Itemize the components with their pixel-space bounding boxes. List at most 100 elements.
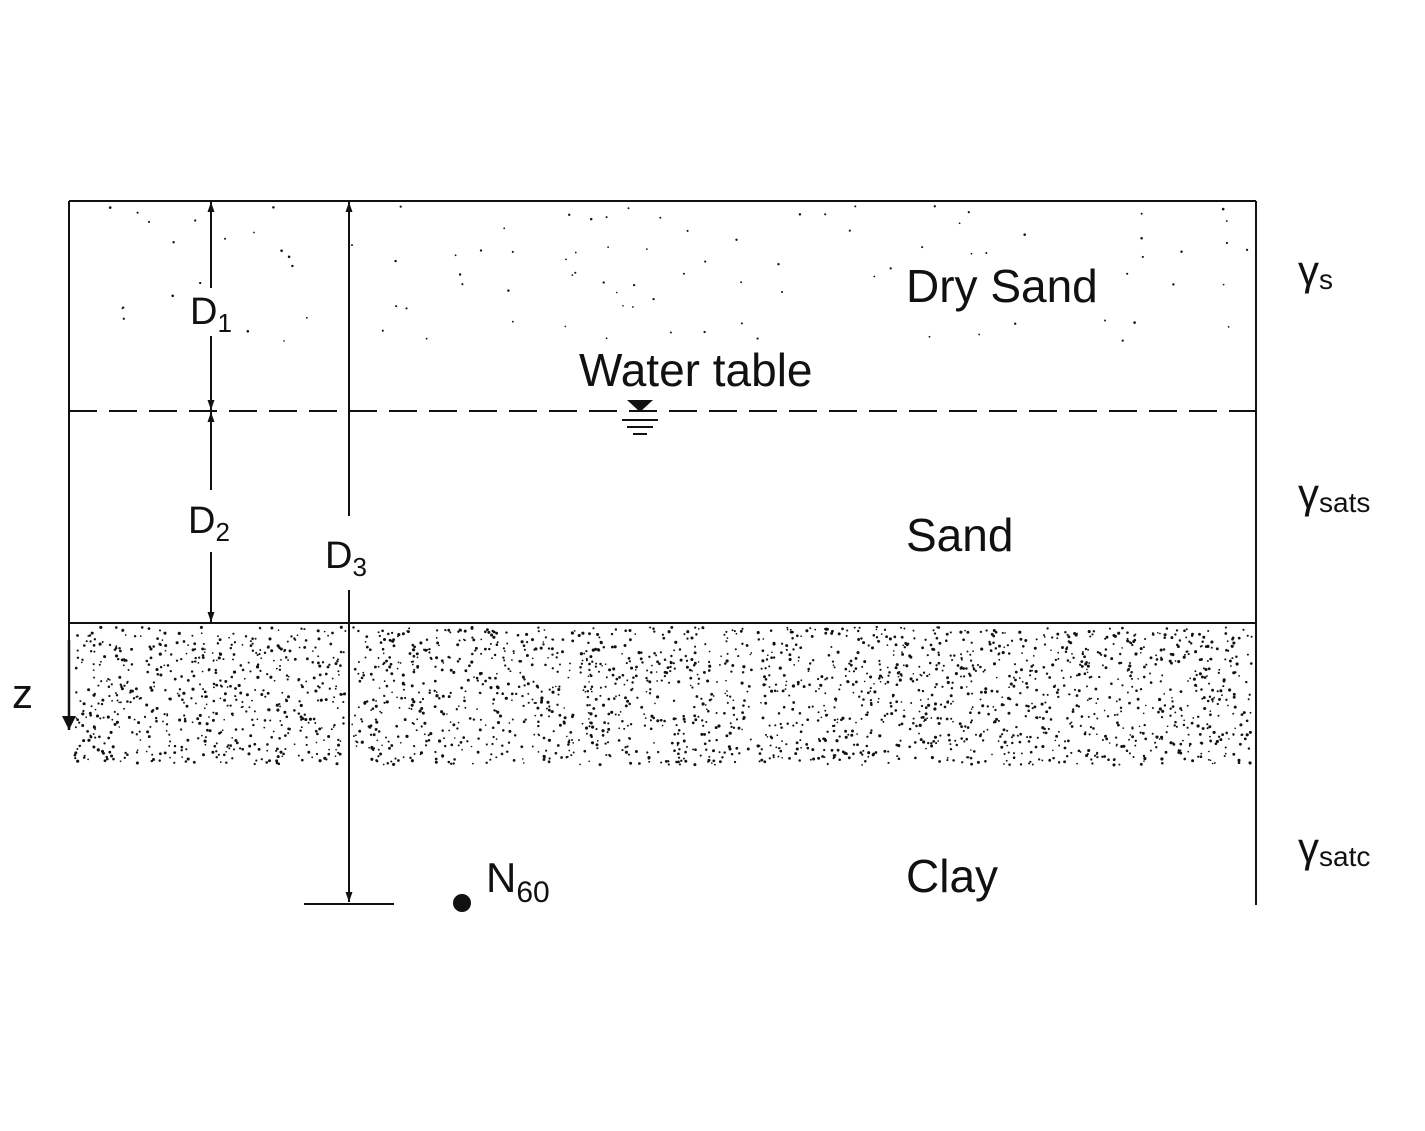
stipple-dot bbox=[102, 716, 105, 719]
stipple-dot bbox=[256, 675, 260, 680]
stipple-dot bbox=[786, 628, 789, 631]
stipple-dot bbox=[805, 629, 809, 633]
stipple-dot bbox=[865, 744, 869, 748]
stipple-dot bbox=[1008, 674, 1011, 678]
stipple-dot bbox=[924, 712, 928, 716]
stipple-dot bbox=[823, 704, 825, 707]
stipple-dot bbox=[239, 691, 243, 695]
d3-label: D3 bbox=[325, 535, 367, 582]
stipple-dot bbox=[387, 740, 390, 743]
stipple-dot bbox=[1021, 681, 1024, 683]
stipple-dot bbox=[305, 316, 308, 319]
stipple-dot bbox=[836, 650, 840, 654]
stipple-dot bbox=[1084, 731, 1087, 734]
stipple-dot bbox=[1180, 709, 1183, 712]
stipple-dot bbox=[93, 650, 96, 653]
stipple-dot bbox=[801, 723, 804, 726]
stipple-dot bbox=[1010, 639, 1014, 642]
stipple-dot bbox=[118, 646, 121, 650]
stipple-dot bbox=[234, 687, 237, 690]
stipple-dot bbox=[191, 634, 194, 637]
stipple-dot bbox=[993, 720, 997, 724]
stipple-dot bbox=[765, 658, 769, 661]
stipple-dot bbox=[788, 653, 792, 657]
stipple-dot bbox=[194, 648, 197, 651]
stipple-dot bbox=[300, 718, 303, 721]
stipple-dot bbox=[1140, 236, 1143, 240]
stipple-dot bbox=[933, 735, 938, 739]
stipple-dot bbox=[212, 699, 216, 703]
stipple-dot bbox=[1163, 704, 1167, 707]
stipple-dot bbox=[492, 635, 496, 639]
stipple-dot bbox=[789, 628, 792, 631]
stipple-dot bbox=[401, 673, 405, 677]
stipple-dot bbox=[684, 750, 687, 754]
stipple-dot bbox=[617, 713, 620, 716]
stipple-dot bbox=[443, 737, 445, 740]
stipple-dot bbox=[1063, 740, 1067, 743]
stipple-dot bbox=[1149, 656, 1153, 660]
stipple-dot bbox=[878, 663, 881, 666]
stipple-dot bbox=[1133, 321, 1136, 324]
stipple-dot bbox=[939, 703, 943, 706]
stipple-dot bbox=[1074, 633, 1078, 637]
stipple-dot bbox=[117, 657, 120, 661]
stipple-dot bbox=[339, 625, 343, 629]
stipple-dot bbox=[609, 754, 612, 758]
stipple-dot bbox=[315, 741, 318, 744]
stipple-dot bbox=[760, 701, 762, 704]
stipple-dot bbox=[814, 690, 817, 693]
stipple-dot bbox=[727, 745, 731, 749]
stipple-dot bbox=[895, 700, 899, 704]
stipple-dot bbox=[1204, 667, 1208, 672]
stipple-dot bbox=[457, 705, 460, 707]
stipple-dot bbox=[511, 320, 514, 323]
stipple-dot bbox=[248, 744, 252, 748]
stipple-dot bbox=[205, 703, 208, 706]
stipple-dot bbox=[444, 628, 447, 632]
stipple-dot bbox=[583, 652, 586, 655]
stipple-dot bbox=[425, 638, 429, 641]
stipple-dot bbox=[379, 710, 381, 713]
stipple-dot bbox=[396, 735, 400, 738]
stipple-dot bbox=[895, 683, 899, 687]
stipple-dot bbox=[421, 697, 425, 701]
stipple-dot bbox=[537, 724, 540, 728]
stipple-dot bbox=[837, 632, 841, 636]
stipple-dot bbox=[696, 673, 699, 676]
stipple-dot bbox=[760, 667, 763, 670]
stipple-dot bbox=[768, 686, 771, 688]
stipple-dot bbox=[1160, 715, 1164, 719]
stipple-dot bbox=[502, 729, 505, 732]
stipple-dot bbox=[201, 647, 205, 651]
stipple-dot bbox=[1062, 676, 1065, 680]
stipple-dot bbox=[280, 658, 282, 661]
stipple-dot bbox=[1069, 641, 1073, 645]
stipple-dot bbox=[536, 686, 540, 689]
stipple-dot bbox=[225, 761, 228, 764]
stipple-dot bbox=[730, 670, 733, 673]
stipple-dot bbox=[613, 697, 616, 701]
stipple-dot bbox=[263, 719, 267, 722]
stipple-dot bbox=[183, 717, 187, 721]
stipple-dot bbox=[697, 677, 701, 681]
stipple-dot bbox=[230, 643, 233, 646]
stipple-dot bbox=[663, 674, 667, 678]
stipple-dot bbox=[1121, 626, 1124, 630]
stipple-dot bbox=[147, 220, 151, 223]
stipple-dot bbox=[251, 649, 255, 652]
stipple-dot bbox=[402, 756, 405, 759]
stipple-dot bbox=[235, 741, 239, 745]
stipple-dot bbox=[83, 754, 86, 757]
stipple-dot bbox=[257, 747, 261, 751]
stipple-dot bbox=[1108, 627, 1111, 630]
stipple-dot bbox=[293, 657, 297, 661]
stipple-dot bbox=[525, 654, 529, 657]
stipple-dot bbox=[942, 664, 945, 667]
stipple-dot bbox=[503, 650, 506, 652]
stipple-dot bbox=[517, 685, 521, 688]
stipple-dot bbox=[114, 654, 119, 658]
stipple-dot bbox=[705, 748, 708, 751]
stipple-dot bbox=[627, 753, 630, 756]
stipple-dot bbox=[919, 673, 922, 676]
